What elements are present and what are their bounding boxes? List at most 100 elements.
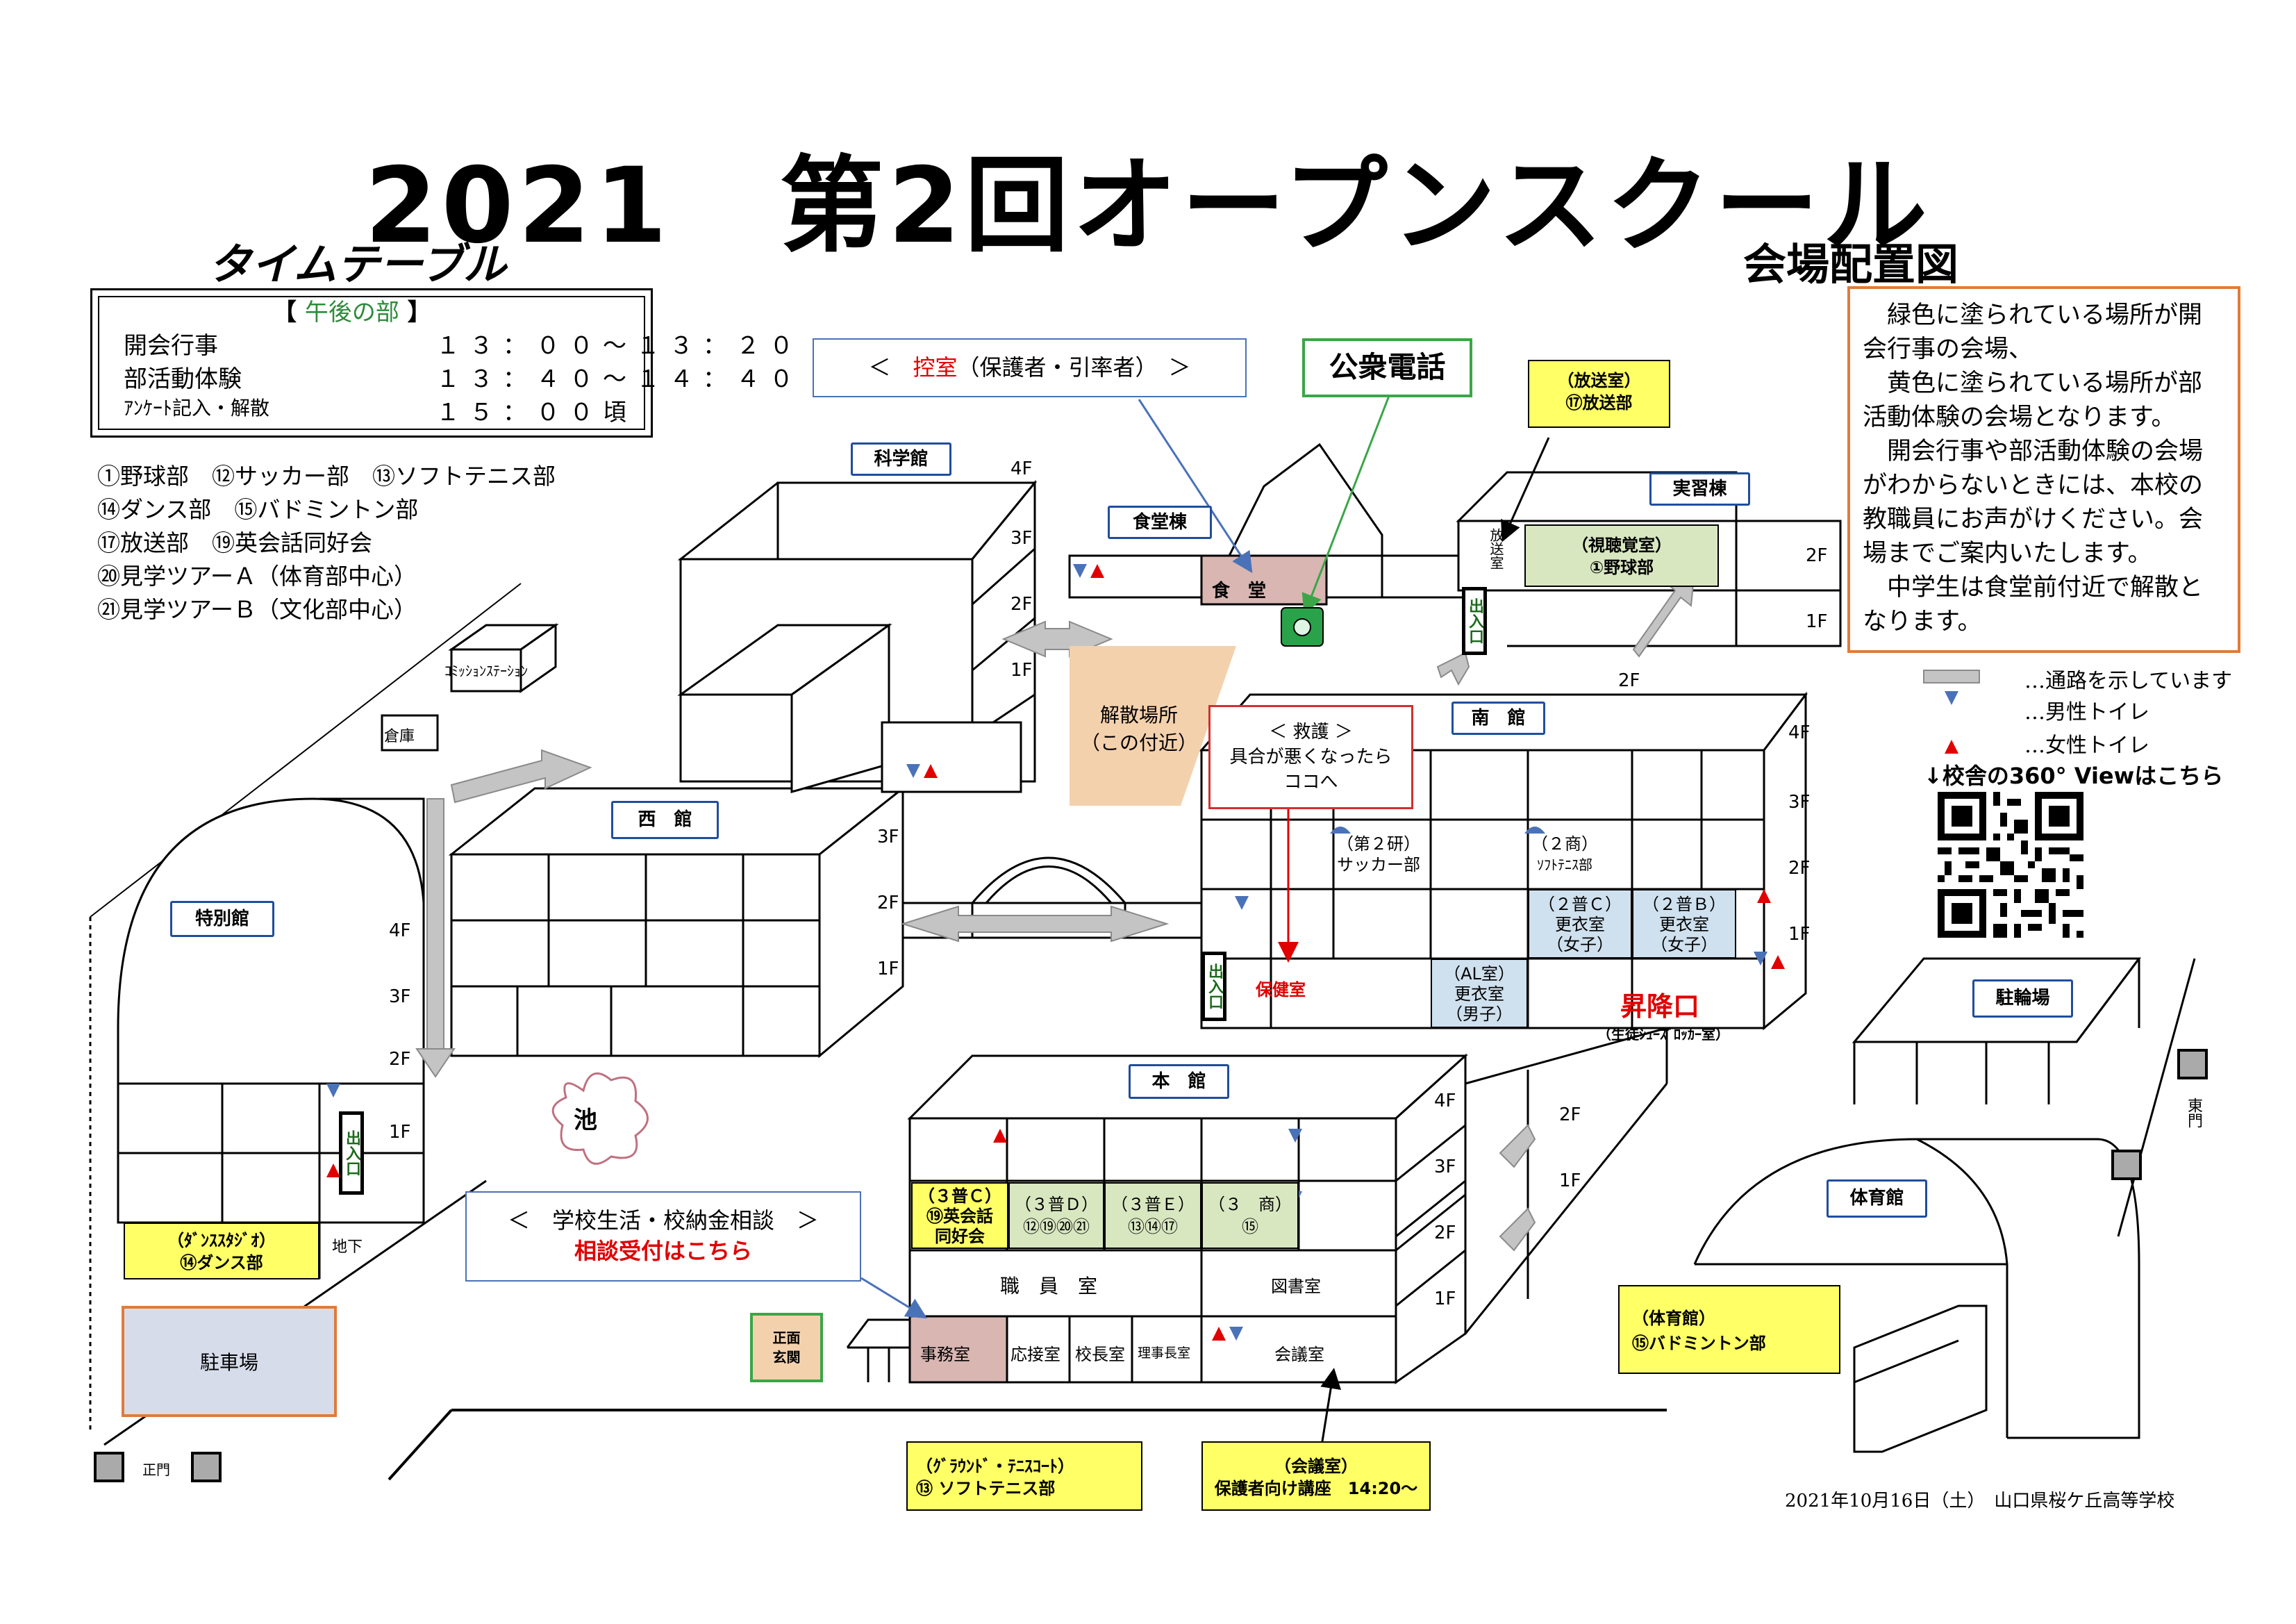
- room-meeting: 会議室: [1274, 1345, 1324, 1364]
- first-aid-callout: ＜ 救護 ＞具合が悪くなったらココへ: [1208, 705, 1413, 809]
- footer: 2021年10月16日（土） 山口県桜ケ丘高等学校: [1785, 1491, 2175, 1511]
- legend-passage: …通路を示しています: [2024, 669, 2233, 693]
- building-main: 本 館: [1129, 1064, 1229, 1099]
- gate-marker: [191, 1452, 222, 1482]
- shoe-locker: 昇降口（生徒ｼｭｰｽﾞﾛｯｶｰ室）: [1597, 991, 1729, 1043]
- parking-lot: 駐車場: [122, 1306, 337, 1417]
- map-heading: 会場配置図: [1743, 239, 1959, 290]
- floor-label: 1F: [1788, 924, 1811, 945]
- notice-line: 緑色に塗られている場所が開会行事の会場、: [1863, 301, 2202, 363]
- floor-label: 2F: [1559, 1104, 1581, 1125]
- building-science: 科学館: [851, 442, 951, 476]
- main-gate-label: 正門: [142, 1461, 170, 1478]
- room-office: 事務室: [920, 1345, 970, 1364]
- room-lab2: （第２研）サッカー部: [1337, 834, 1420, 875]
- notice-line: 開会行事や部活動体験の会場がわからないときには、本校の教職員にお声がけください。…: [1863, 438, 2204, 567]
- notice-line: 黄色に塗られている場所が部活動体験の会場となります。: [1863, 370, 2202, 431]
- room-broadcast: 放送室: [1488, 528, 1504, 570]
- entrance-practice: 出入口: [1462, 587, 1487, 655]
- front-entrance: 正面玄関: [750, 1313, 823, 1382]
- room-2shou: （２商）ｿﾌﾄﾃﾆｽ部: [1531, 834, 1598, 873]
- gate-marker: [2111, 1150, 2142, 1180]
- rain-icon: [1524, 827, 1545, 834]
- room-3shou: （３ 商）⑮: [1201, 1182, 1299, 1249]
- building-cafeteria: 食堂棟: [1108, 506, 1212, 539]
- floor-label: 4F: [1788, 722, 1811, 743]
- public-phone-callout: 公衆電話: [1302, 338, 1472, 397]
- timetable-heading: タイムテーブル: [208, 239, 507, 290]
- club-line: ⑭ダンス部 ⑮バドミントン部: [97, 496, 419, 523]
- room-3d: （３普Ｄ）⑫⑲⑳㉑: [1008, 1182, 1104, 1249]
- floor-label: 2F: [389, 1049, 411, 1070]
- floor-label: 3F: [1788, 792, 1811, 813]
- floor-label: 1F: [877, 959, 899, 979]
- room-3e: （３普Ｅ）⑬⑭⑰: [1104, 1182, 1201, 1249]
- broadcast-callout: （放送室）⑰放送部: [1528, 360, 1670, 428]
- entrance-special: 出入口: [339, 1111, 364, 1195]
- floor-label: 3F: [389, 986, 411, 1007]
- room-health: 保健室: [1256, 980, 1306, 1000]
- building-south: 南 館: [1451, 702, 1545, 735]
- rain-icon: [1330, 827, 1351, 834]
- notice-line: 中学生は食堂前付近で解散となります。: [1863, 574, 2204, 636]
- room-cafeteria: 食 堂: [1212, 581, 1267, 602]
- room-director: 理事長室: [1138, 1345, 1191, 1361]
- club-line: ㉑見学ツアーＢ（文化部中心）: [97, 596, 417, 623]
- room-al: （AL室）更衣室（男子）: [1431, 959, 1528, 1028]
- floor-label: 3F: [1434, 1157, 1456, 1177]
- floor-label: 4F: [1010, 458, 1033, 479]
- waiting-room-callout: ＜ 控室（保護者・引率者） ＞: [813, 338, 1247, 397]
- room-2b: （２普Ｂ）更衣室（女子）: [1632, 889, 1736, 959]
- room-dance: （ﾀﾞﾝｽｽﾀｼﾞｵ）⑭ダンス部: [124, 1223, 319, 1279]
- building-bike: 駐輪場: [1972, 979, 2073, 1018]
- room-reception: 応接室: [1010, 1345, 1060, 1364]
- floor-label: 2F: [1434, 1223, 1456, 1243]
- underground-label: 地下: [332, 1238, 363, 1256]
- club-line: ⑰放送部 ⑲英会話同好会: [97, 529, 372, 556]
- room-3c: （３普Ｃ）⑲英会話同好会: [911, 1182, 1008, 1249]
- gate-marker: [2177, 1049, 2208, 1079]
- pond-shape: [551, 1072, 649, 1165]
- floor-label: 4F: [1434, 1091, 1456, 1111]
- storage: 倉庫: [384, 728, 415, 745]
- building-gym: 体育館: [1827, 1179, 1927, 1218]
- commission-station: ｺﾐｯｼｮﾝｽﾃｰｼｮﾝ: [444, 663, 528, 679]
- floor-label: 1F: [389, 1122, 411, 1143]
- floor-label: 2F: [1788, 858, 1811, 879]
- notice-box: 緑色に塗られている場所が開会行事の会場、 黄色に塗られている場所が部活動体験の会…: [1847, 286, 2240, 653]
- meeting-callout: （会議室）保護者向け講座 14:20～: [1201, 1441, 1431, 1511]
- floor-label: 2F: [1618, 670, 1640, 691]
- building-practice: 実習棟: [1649, 472, 1750, 506]
- dismissal-area: 解散場所（この付近）: [1080, 704, 1197, 754]
- floor-label: 3F: [1010, 528, 1033, 549]
- floor-label: 3F: [877, 827, 899, 847]
- floor-label: 1F: [1806, 611, 1828, 632]
- building-west: 西 館: [611, 801, 719, 839]
- room-av: （視聴覚室）①野球部: [1524, 524, 1719, 587]
- legend-male: …男性トイレ: [2024, 700, 2149, 724]
- east-gate-label: 東門: [2185, 1097, 2202, 1128]
- gate-marker: [94, 1452, 124, 1482]
- floor-label: 1F: [1010, 660, 1033, 681]
- floor-label: 1F: [1434, 1289, 1456, 1309]
- timetable-session: 【 午後の部 】: [273, 299, 431, 326]
- floor-label: 2F: [877, 893, 899, 913]
- floor-label: 4F: [389, 920, 411, 941]
- room-principal: 校長室: [1075, 1345, 1125, 1364]
- room-2c: （２普Ｃ）更衣室（女子）: [1528, 889, 1632, 959]
- legend-female: …女性トイレ: [2024, 734, 2149, 758]
- floor-label: 2F: [1010, 594, 1033, 615]
- view360-link[interactable]: ↓校舎の360° Viewはこちら: [1924, 763, 2224, 789]
- floor-label: 1F: [1559, 1170, 1581, 1191]
- entrance-south: 出入口: [1201, 952, 1226, 1021]
- room-staff: 職 員 室: [1000, 1275, 1098, 1298]
- club-list: ①野球部 ⑫サッカー部 ⑬ソフトテニス部 ⑭ダンス部 ⑮バドミントン部 ⑰放送部…: [97, 460, 556, 627]
- toilet-icons: [326, 564, 1958, 1341]
- consultation-callout: ＜ 学校生活・校納金相談 ＞相談受付はこちら: [465, 1191, 861, 1282]
- ground-callout: （ｸﾞﾗｳﾝﾄﾞ・ﾃﾆｽｺｰﾄ）⑬ ソフトテニス部: [906, 1441, 1142, 1511]
- building-special: 特別館: [170, 901, 274, 937]
- qr-code-icon[interactable]: [1927, 792, 2094, 938]
